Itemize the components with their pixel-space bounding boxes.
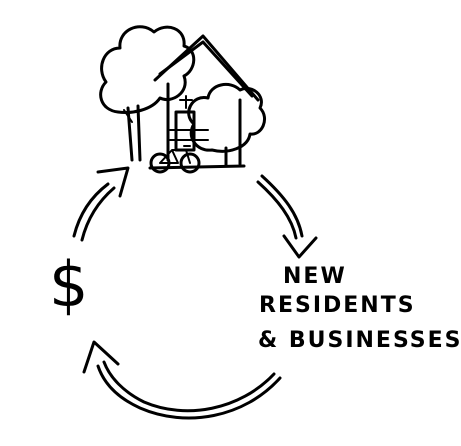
- tree-icon: [187, 82, 266, 168]
- label-new: NEW: [283, 264, 347, 289]
- label-residents: RESIDENTS: [259, 293, 416, 318]
- dollar-sign: $: [49, 248, 89, 321]
- neighborhood-sketch: [99, 25, 266, 174]
- tree-icon: [99, 25, 196, 162]
- label-businesses: & BUSINESSES: [258, 328, 461, 353]
- bicycle-icon: [149, 145, 201, 174]
- cycle-arrow-icon: [72, 166, 318, 420]
- house-icon: [153, 34, 260, 166]
